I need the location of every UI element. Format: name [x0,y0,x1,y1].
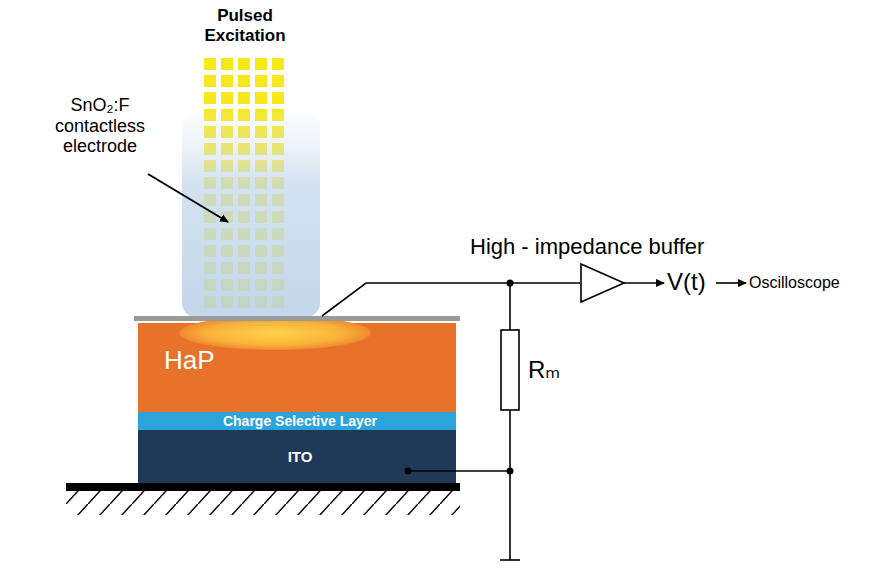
wires [322,283,746,560]
signal-name: V(t) [667,268,717,296]
pulse-square [272,75,284,87]
resistor-label: Rₘ [528,356,568,384]
hap-layer-box: HaP [138,323,456,412]
pointer-arrow [148,174,228,222]
pulse-square [221,92,233,104]
resistor-symbol [501,330,519,410]
pulse-square [255,58,267,70]
csl-layer [138,412,456,430]
buffer-amplifier [581,264,624,302]
pulse-square [204,92,216,104]
electrode-plate [134,316,460,321]
layer-label: Charge Selective Layer [223,414,377,428]
junction-dot [507,468,514,475]
pulse-square [204,58,216,70]
pulse-square [272,92,284,104]
ground-bar [66,483,460,491]
pulse-square [238,75,250,87]
buffer-label: High - impedance buffer [470,234,830,259]
pulse-square [255,92,267,104]
layer-label: ITO [288,449,313,464]
pulse-square [221,75,233,87]
contactless-electrode [182,112,320,317]
pulse-square [255,75,267,87]
pulse-square [238,92,250,104]
instrument-label: Oscilloscope [749,274,889,292]
pulse-square [272,58,284,70]
electrode-label: SnO₂:F contactless electrode [40,95,160,157]
selective-layer-band: Charge Selective Layer [138,412,456,430]
ito-layer [138,430,456,483]
excitation-label: Pulsed Excitation [190,6,300,45]
pulse-square [221,58,233,70]
pulse-square [204,75,216,87]
junction-dot [405,468,412,475]
ground-hatch [66,491,460,515]
pulse-square [238,58,250,70]
layer-label: HaP [164,347,215,373]
excitation-spot [179,316,371,350]
junction-dot [507,280,514,287]
ito-band: ITO [138,430,456,483]
